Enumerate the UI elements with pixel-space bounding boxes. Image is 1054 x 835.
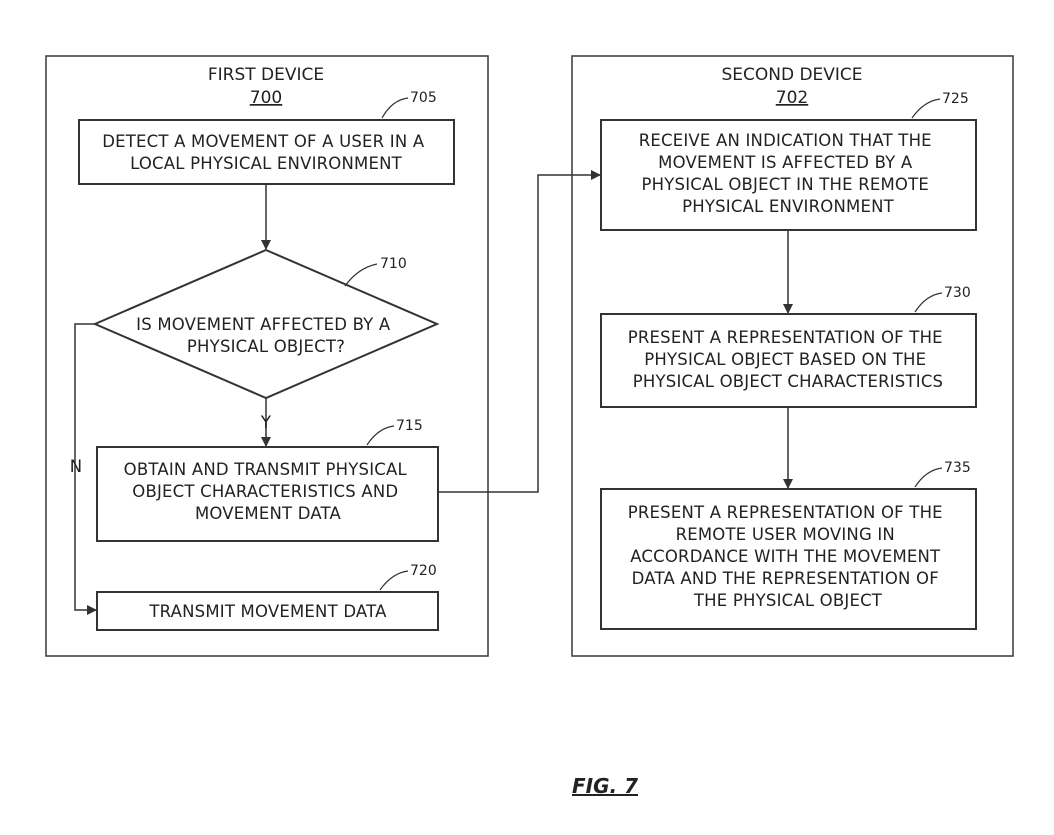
second-device-frame (571, 55, 1014, 657)
first-device-title: FIRST DEVICE (208, 65, 324, 85)
step-705-leader (381, 97, 409, 119)
step-720-ref: 720 (410, 563, 437, 579)
arrow-710-to-720 (74, 323, 97, 615)
step-705-ref: 705 (410, 90, 437, 106)
step-725-box (600, 119, 977, 231)
step-725-ref: 725 (942, 91, 969, 107)
second-device-number: 702 (776, 88, 808, 108)
step-735-ref: 735 (944, 460, 971, 476)
step-735-text: PRESENT A REPRESENTATION OF THE REMOTE U… (628, 503, 949, 610)
decision-710-leader (344, 263, 378, 287)
step-720-box (96, 591, 439, 631)
step-705-box (78, 119, 455, 185)
step-730-ref: 730 (944, 285, 971, 301)
step-725-leader (911, 98, 941, 119)
second-device-title: SECOND DEVICE (721, 65, 862, 85)
step-730-text: PRESENT A REPRESENTATION OF THE PHYSICAL… (628, 328, 949, 391)
arrow-715-to-725 (438, 170, 601, 493)
branch-yes-label: Y (260, 413, 272, 432)
first-device-number: 700 (250, 88, 282, 108)
step-715-box (96, 446, 439, 542)
step-715-ref: 715 (396, 418, 423, 434)
decision-710-text: IS MOVEMENT AFFECTED BY A PHYSICAL OBJEC… (136, 315, 396, 356)
branch-no-label: N (70, 457, 83, 476)
first-device-frame (45, 55, 489, 657)
step-735-leader (914, 467, 943, 488)
step-715-leader (366, 425, 395, 446)
step-720-leader (379, 570, 409, 591)
step-730-leader (914, 292, 943, 313)
step-715-text: OBTAIN AND TRANSMIT PHYSICAL OBJECT CHAR… (124, 460, 413, 523)
step-725-text: RECEIVE AN INDICATION THAT THE MOVEMENT … (639, 131, 938, 216)
step-705-text: DETECT A MOVEMENT OF A USER IN A LOCAL P… (102, 132, 430, 173)
step-720-text: TRANSMIT MOVEMENT DATA (148, 602, 387, 621)
decision-710-ref: 710 (380, 256, 407, 272)
step-735-box (600, 488, 977, 630)
figure-label: FIG. 7 (572, 774, 638, 798)
